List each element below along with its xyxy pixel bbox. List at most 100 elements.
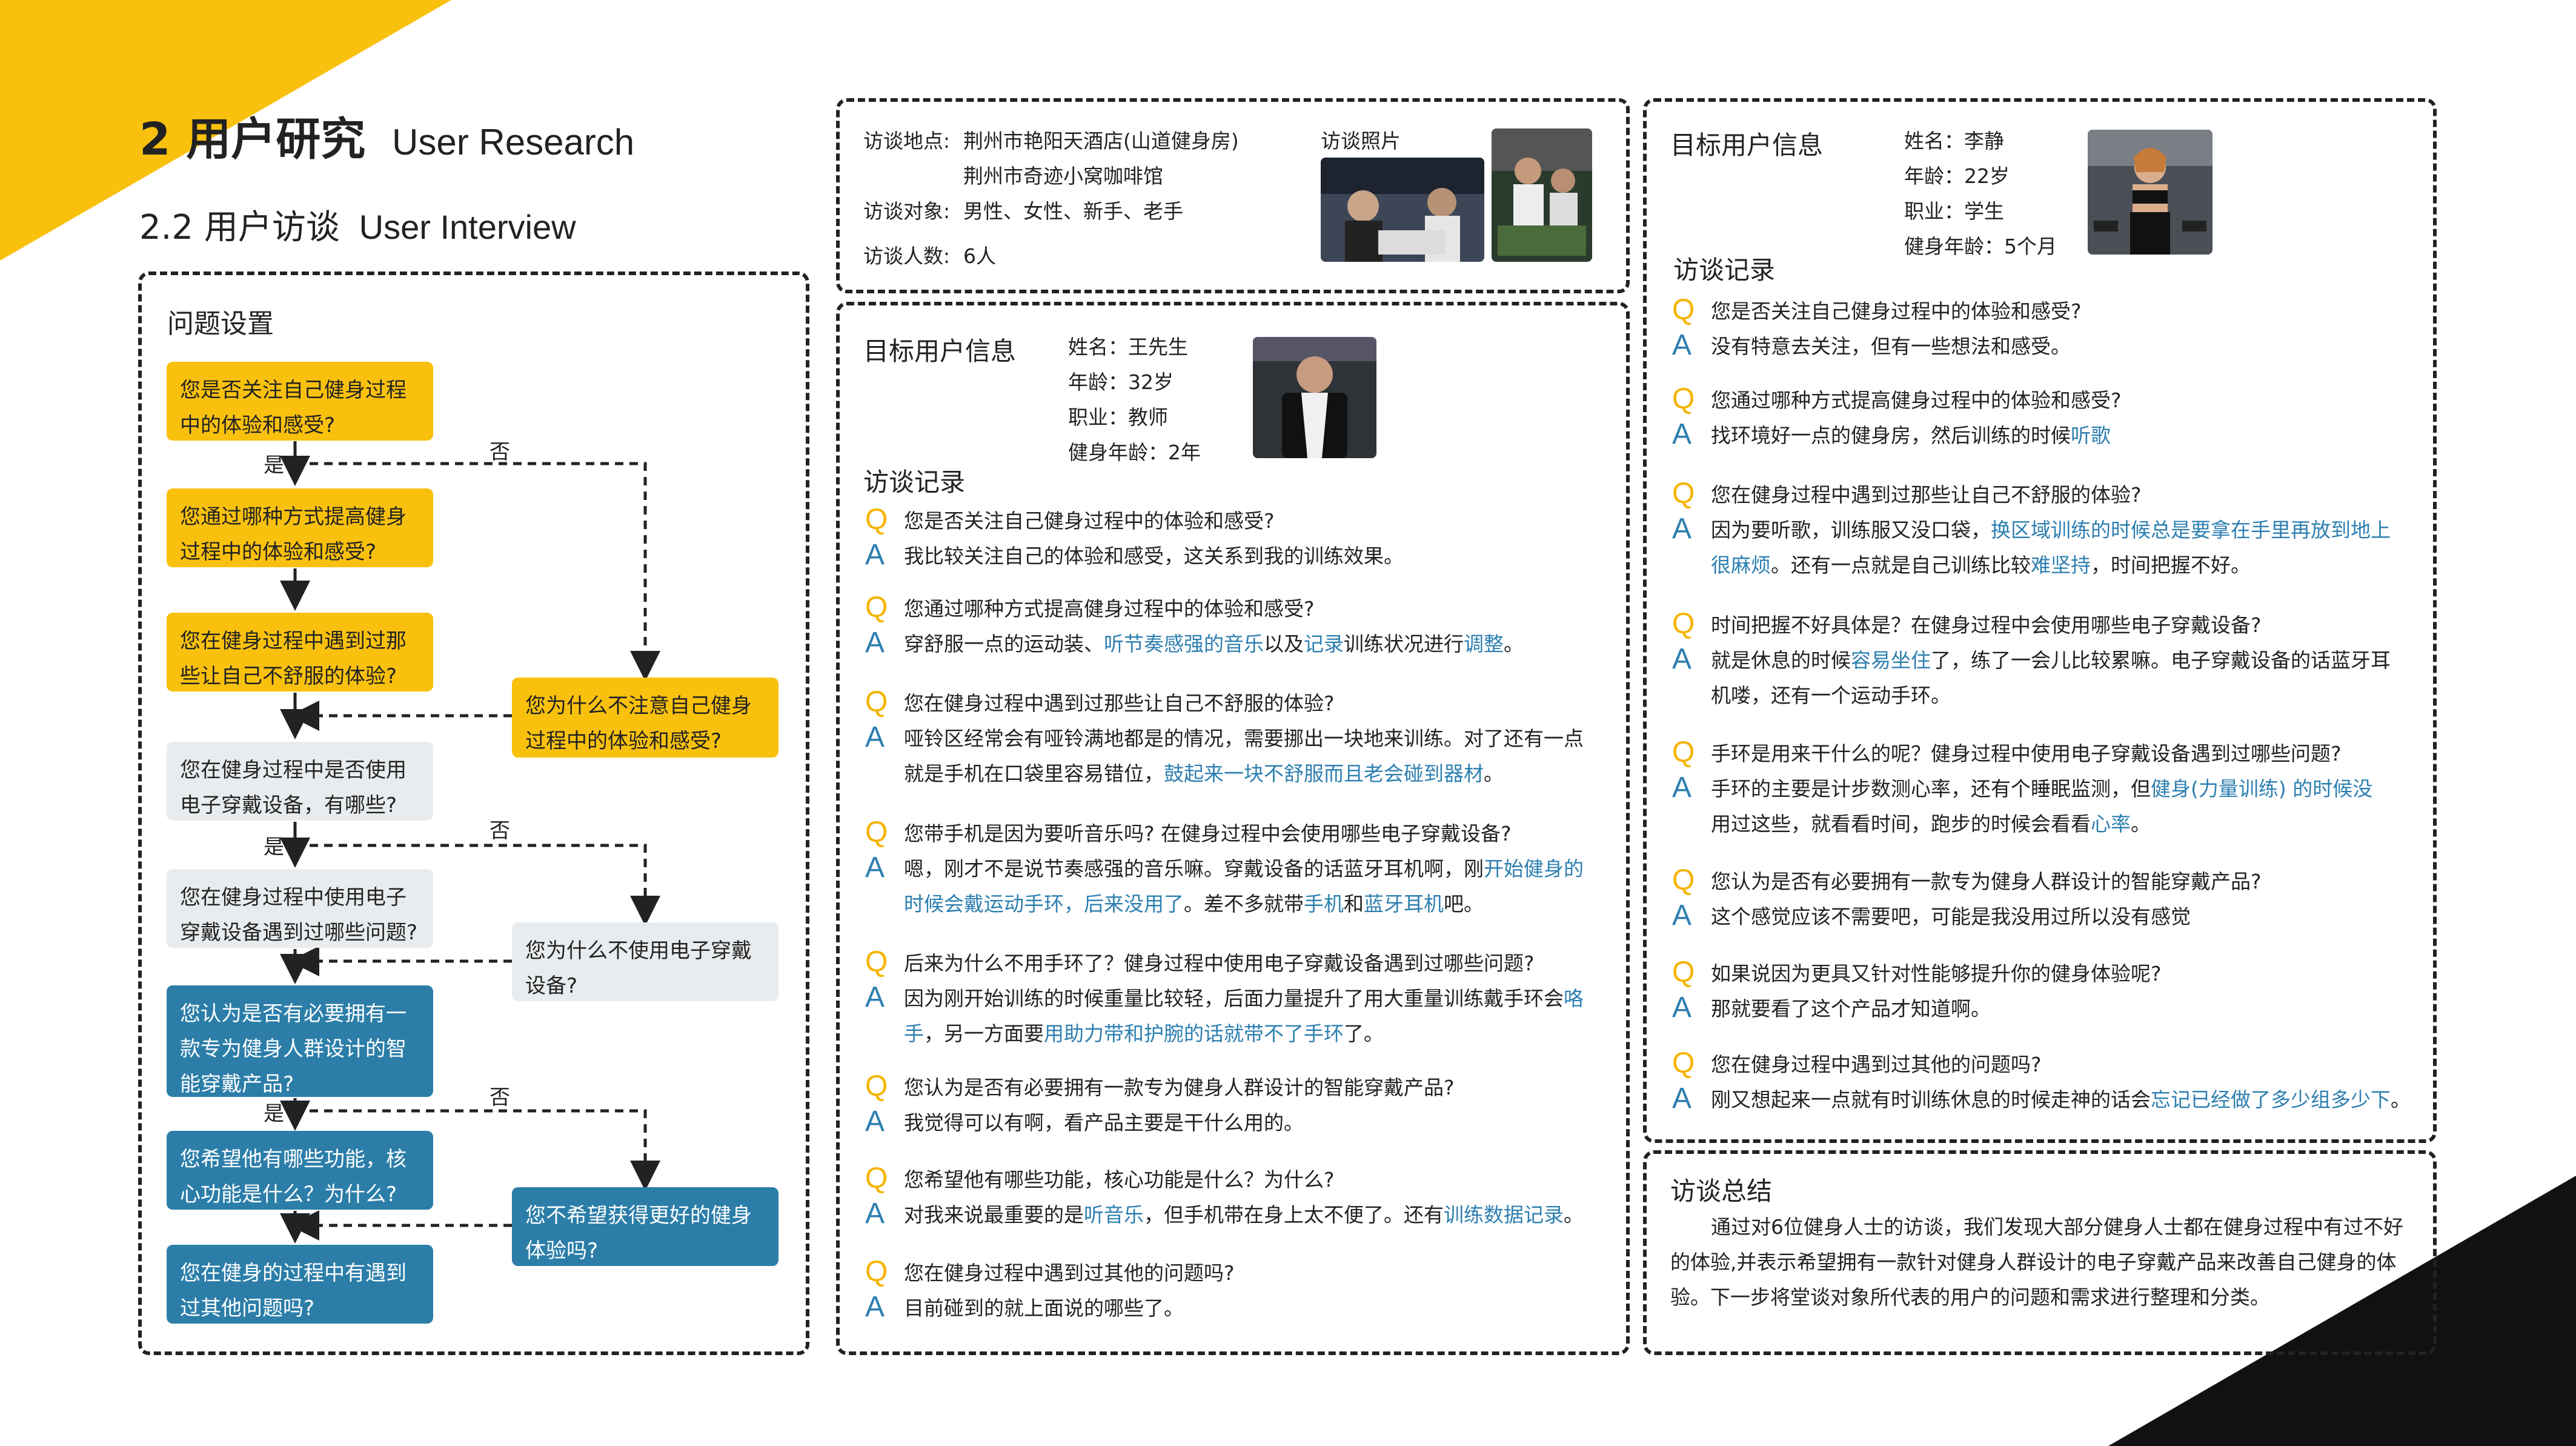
answer-text: 。 <box>1564 1203 1584 1227</box>
answer-text: 就是休息的时候 <box>1711 648 1851 672</box>
a-marker-icon: A <box>1672 771 1692 804</box>
user2-years: 健身年龄：5个月 <box>1904 235 2057 258</box>
question-text: 您希望他有哪些功能，核心功能是什么？为什么? <box>904 1168 1335 1191</box>
highlighted-answer-text: 鼓起来一块不舒服而且老会碰到器材 <box>1164 762 1484 785</box>
user1-age: 年龄：32岁 <box>1068 370 1173 394</box>
question-text: 您通过哪种方式提高健身过程中的体验和感受? <box>1711 388 2122 412</box>
highlighted-answer-text: 很麻烦 <box>1711 553 1771 577</box>
answer-text: 找环境好一点的健身房，然后训练的时候 <box>1711 424 2071 447</box>
q-marker-icon: Q <box>1672 608 1695 640</box>
flow-box-better-experience: 您不希望获得更好的健身体验吗? <box>512 1187 778 1266</box>
flow-box-use-wearable: 您在健身过程中是否使用电子穿戴设备，有哪些? <box>167 742 433 821</box>
user1-photo <box>1253 337 1376 458</box>
q-marker-icon: Q <box>865 686 888 718</box>
interview-photo-1 <box>1321 158 1484 262</box>
flow-box-focus-experience: 您是否关注自己健身过程中的体验和感受? <box>167 362 433 441</box>
question-text: 您在健身过程中遇到过其他的问题吗? <box>904 1261 1235 1285</box>
user2-question-4: Q 时间把握不好具体是？在健身过程中会使用哪些电子穿戴设备? <box>1672 607 2262 644</box>
user2-answer-4-line-2: 机喽，还有一个运动手环。 <box>1672 678 1951 714</box>
page-title-en: User Research <box>392 122 635 162</box>
a-marker-icon: A <box>865 981 885 1013</box>
answer-text: 对我来说最重要的是 <box>904 1203 1084 1227</box>
user1-answer-4-line-2: 时候会戴运动手环，后来没用了。差不多就带手机和蓝牙耳机吧。 <box>865 886 1484 922</box>
user2-question-3: Q 您在健身过程中遇到过那些让自己不舒服的体验? <box>1672 477 2142 513</box>
flow-box-improve-experience: 您通过哪种方式提高健身过程中的体验和感受? <box>167 488 433 567</box>
answer-text: 。还有一点就是自己训练比较 <box>1771 553 2031 577</box>
flow-box-wearable-problems: 您在健身过程中使用电子穿戴设备遇到过哪些问题? <box>167 869 433 948</box>
user2-photo <box>2088 130 2213 255</box>
highlighted-answer-text: 手机 <box>1304 892 1344 916</box>
a-marker-icon: A <box>1672 418 1692 450</box>
user2-record-title: 访谈记录 <box>1673 255 1776 285</box>
q-marker-icon: Q <box>865 504 888 536</box>
answer-text: 。 <box>2391 1088 2411 1111</box>
page-title: 2 用户研究 User Research <box>139 103 634 168</box>
count-label: 访谈人数: <box>863 244 951 268</box>
a-marker-icon: A <box>1672 1082 1692 1114</box>
no-label-1: 否 <box>490 440 510 464</box>
no-label-2: 否 <box>490 819 510 843</box>
answer-text: 目前碰到的就上面说的哪些了。 <box>904 1296 1184 1320</box>
flow-box-need-product: 您认为是否有必要拥有一款专为健身人群设计的智能穿戴产品? <box>167 985 433 1097</box>
answer-text: 我觉得可以有啊，看产品主要是干什么用的。 <box>904 1111 1304 1134</box>
flow-title: 问题设置 <box>167 308 274 339</box>
user1-question-7: Q 您希望他有哪些功能，核心功能是什么？为什么? <box>865 1162 1335 1198</box>
a-marker-icon: A <box>1672 329 1692 361</box>
question-text: 如果说因为更具又针对性能够提升你的健身体验呢? <box>1711 962 2162 985</box>
user1-panel <box>836 302 1630 1355</box>
highlighted-answer-text: 听音乐 <box>1084 1203 1144 1227</box>
answer-text: 。 <box>1484 762 1504 785</box>
question-text: 您在健身过程中遇到过那些让自己不舒服的体验? <box>1711 483 2142 507</box>
summary-line-2: 的体验,并表示希望拥有一款针对健身人群设计的电子穿戴产品来改善自己健身的体 <box>1670 1250 2397 1274</box>
a-marker-icon: A <box>865 851 885 884</box>
a-marker-icon: A <box>1672 643 1692 675</box>
answer-text: 用过这些，就看看时间，跑步的时候会看看 <box>1711 812 2091 836</box>
q-marker-icon: Q <box>1672 383 1695 415</box>
user1-job: 职业：教师 <box>1068 405 1168 429</box>
user1-record-title: 访谈记录 <box>863 467 966 497</box>
question-text: 您是否关注自己健身过程中的体验和感受? <box>904 509 1275 533</box>
answer-text: 刚又想起来一点就有时训练休息的时候走神的话会 <box>1711 1088 2151 1111</box>
highlighted-answer-text: 忘记已经做了多少组多少下 <box>2151 1088 2391 1111</box>
question-text: 您带手机是因为要听音乐吗? 在健身过程中会使用哪些电子穿戴设备? <box>904 822 1512 845</box>
answer-text: 以及 <box>1264 632 1304 656</box>
highlighted-answer-text: 调整 <box>1464 632 1504 656</box>
user2-section-title: 目标用户信息 <box>1670 130 1824 160</box>
question-text: 后来为什么不用手环了？健身过程中使用电子穿戴设备遇到过哪些问题? <box>904 951 1535 975</box>
answer-text: 训练状况进行 <box>1344 632 1464 656</box>
highlighted-answer-text: 用助力带和护腕的话就带不了手环 <box>1044 1022 1344 1045</box>
answer-text: 就是手机在口袋里容易错位， <box>904 762 1164 785</box>
photos-label: 访谈照片 <box>1321 129 1401 153</box>
user1-section-title: 目标用户信息 <box>863 336 1017 366</box>
answer-text: 。差不多就带 <box>1184 892 1304 916</box>
interview-info-panel <box>836 98 1630 293</box>
highlighted-answer-text: 记录 <box>1304 632 1344 656</box>
q-marker-icon: Q <box>865 1162 888 1194</box>
a-marker-icon: A <box>865 721 885 753</box>
user2-answer-5-line-2: 用过这些，就看看时间，跑步的时候会看看心率。 <box>1672 806 2151 842</box>
question-text: 时间把握不好具体是？在健身过程中会使用哪些电子穿戴设备? <box>1711 613 2262 637</box>
q-marker-icon: Q <box>865 591 888 624</box>
answer-text: 这个感觉应该不需要吧，可能是我没用过所以没有感觉 <box>1711 905 2191 928</box>
q-marker-icon: Q <box>1672 478 1695 510</box>
q-marker-icon: Q <box>1672 736 1695 768</box>
yes-label-1: 是 <box>264 453 284 478</box>
highlighted-answer-text: 时候会戴运动手环，后来没用了 <box>904 892 1184 916</box>
a-marker-icon: A <box>1672 991 1692 1024</box>
answer-text: 我比较关注自己的体验和感受，这关系到我的训练效果。 <box>904 544 1404 568</box>
q-marker-icon: Q <box>1672 864 1695 896</box>
